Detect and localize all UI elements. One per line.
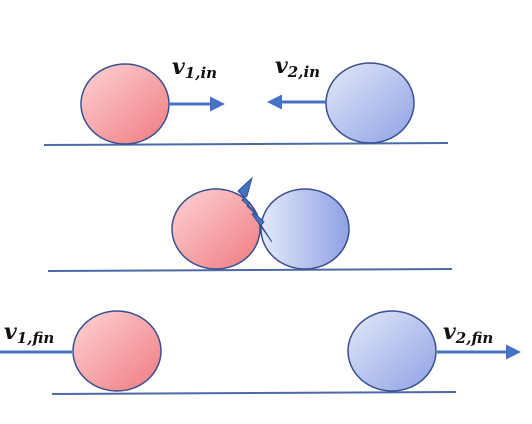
- lightning-bolt-icon: [237, 176, 273, 243]
- ground-line: [47, 268, 453, 272]
- stage-after: v1,fin v2,fin: [0, 310, 521, 395]
- ball-1: [171, 188, 261, 270]
- ground-line: [51, 391, 457, 395]
- ball-2: [325, 62, 415, 144]
- stage-before: v1,in v2,in: [43, 53, 449, 146]
- label-v2-fin: v2,fin: [443, 319, 493, 347]
- stage-collision: [47, 176, 453, 272]
- label-v1-fin: v1,fin: [4, 319, 54, 347]
- label-v1-in: v1,in: [172, 54, 217, 82]
- ground-line: [43, 142, 449, 146]
- ball-2: [347, 310, 437, 392]
- ball-1: [72, 310, 162, 392]
- ball-2: [260, 188, 350, 270]
- ball-1: [80, 63, 170, 145]
- label-v2-in: v2,in: [275, 53, 320, 81]
